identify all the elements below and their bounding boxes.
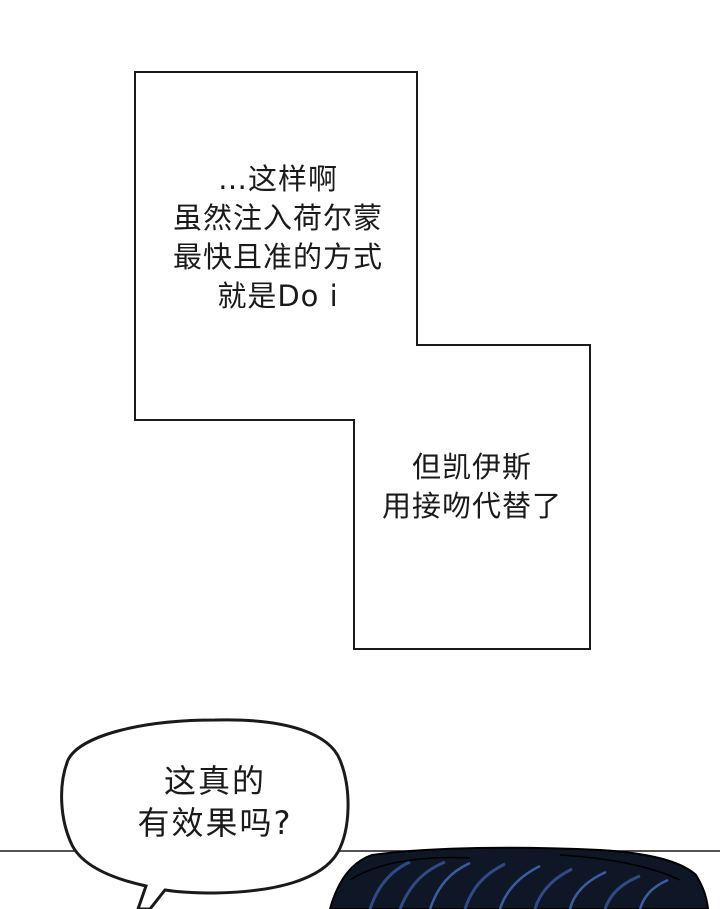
narration-line: 但凯伊斯	[411, 450, 532, 484]
narration-text-1: …这样啊 虽然注入荷尔蒙 最快且准的方式 就是Do i	[140, 160, 416, 316]
narration-line: 用接吻代替了	[381, 489, 562, 523]
narration-line: 虽然注入荷尔蒙	[172, 201, 383, 235]
narration-box-outline	[134, 71, 591, 650]
speech-line: 有效果吗?	[137, 804, 293, 842]
character-hair	[328, 846, 710, 909]
narration-line: 就是Do i	[217, 279, 339, 313]
narration-text-2: 但凯伊斯 用接吻代替了	[355, 448, 589, 526]
speech-bubble-outline	[60, 718, 350, 909]
speech-bubble-text: 这真的 有效果吗?	[70, 760, 360, 844]
narration-line: 最快且准的方式	[172, 240, 383, 274]
speech-line: 这真的	[163, 762, 266, 800]
narration-line: …这样啊	[217, 162, 338, 196]
